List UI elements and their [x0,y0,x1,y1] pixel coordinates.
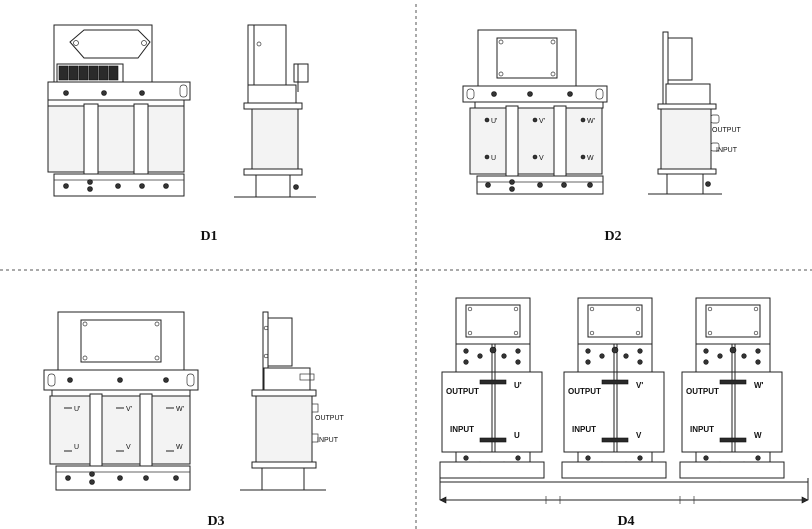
d4-output-label: OUTPUT [686,387,719,396]
d2-front-view: U' V' W' U V W [462,29,608,195]
d3-terminal-u-in: U [74,444,79,451]
d4-reactor-module: OUTPUT W' INPUT W [679,297,785,479]
d4-reactor-module: OUTPUT U' INPUT U [439,297,545,479]
d4-terminal-in: W [754,431,762,440]
d2-side-view: OUTPUT INPUT [648,31,742,195]
d4-terminal-out: U' [514,381,522,390]
d2-terminal-v-in: V [539,155,544,162]
d2-terminal-u-out: U' [491,118,497,125]
d2-terminal-w-out: W' [587,118,595,125]
d3-terminal-v-in: V [126,444,131,451]
caption-d2: D2 [604,229,621,244]
d1-terminal-block [58,65,119,81]
d4-input-label: INPUT [572,425,596,434]
d1-front-view [47,24,191,197]
d3-side-view: OUTPUT INPUT [240,311,345,491]
d4-terminal-in: U [514,431,520,440]
d2-terminal-v-out: V' [539,118,545,125]
d3-front-view: U' V' W' U V W [43,311,199,491]
d4-terminal-out: V' [636,381,643,390]
d2-input-label: INPUT [716,147,738,154]
d2-terminal-u-in: U [491,155,496,162]
caption-d1: D1 [200,229,217,244]
d3-terminal-w-in: W [176,444,183,451]
d2-output-label: OUTPUT [712,127,742,134]
d4-input-label: INPUT [690,425,714,434]
d4-front-view: OUTPUT U' INPUT U OUTPUT V' INPUT V OUTPUT W' INPU… [439,297,785,479]
d4-terminal-out: W' [754,381,764,390]
caption-d4: D4 [617,514,634,529]
d3-terminal-w-out: W' [176,406,184,413]
d1-side-view [234,24,316,198]
d4-output-label: OUTPUT [446,387,479,396]
caption-d3: D3 [207,514,224,529]
d3-input-label: INPUT [317,437,339,444]
d3-terminal-v-out: V' [126,406,132,413]
d4-input-label: INPUT [450,425,474,434]
d3-output-label: OUTPUT [315,415,345,422]
d3-terminal-u-out: U' [74,406,80,413]
d4-terminal-in: V [636,431,642,440]
d4-reactor-module: OUTPUT V' INPUT V [561,297,667,479]
d4-output-label: OUTPUT [568,387,601,396]
d2-terminal-w-in: W [587,155,594,162]
